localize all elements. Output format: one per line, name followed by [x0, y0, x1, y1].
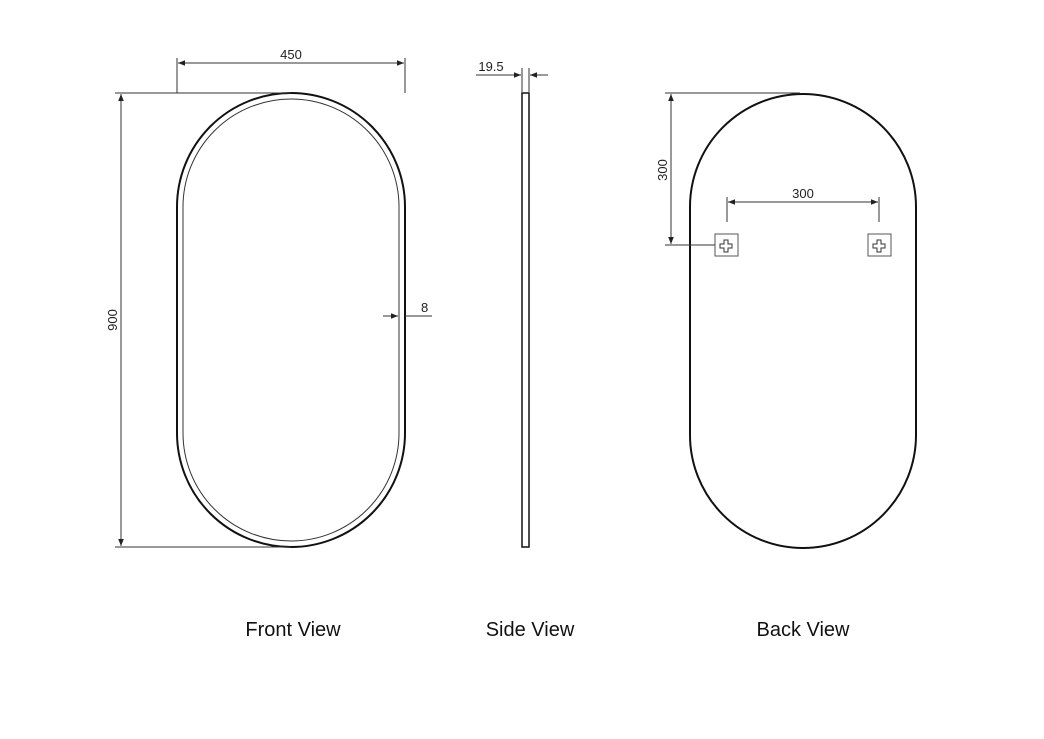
frame-thickness-dimension: 8 — [383, 300, 432, 324]
keyhole-icon — [872, 239, 886, 253]
depth-label: 19.5 — [478, 59, 503, 74]
front-view: 450 900 8 — [105, 47, 432, 548]
side-view-caption: Side View — [486, 619, 575, 641]
bracket-spacing-dimension: 300 — [726, 186, 880, 222]
bracket-drop-dimension: 300 — [655, 92, 800, 246]
front-mirror-inner — [182, 98, 400, 542]
back-mirror-outline — [689, 93, 917, 549]
left-bracket — [714, 233, 739, 257]
front-view-caption: Front View — [245, 619, 341, 641]
back-view-caption: Back View — [756, 619, 850, 641]
bracket-drop-label: 300 — [655, 159, 670, 181]
height-label: 900 — [105, 309, 120, 331]
width-label: 450 — [280, 47, 302, 62]
frame-thickness-label: 8 — [421, 300, 428, 315]
side-profile — [521, 92, 530, 548]
right-bracket — [867, 233, 892, 257]
side-view: 19.5 — [476, 59, 548, 548]
depth-dimension: 19.5 — [476, 59, 548, 92]
back-view: 300 300 — [655, 92, 917, 549]
keyhole-icon — [719, 239, 733, 253]
front-mirror-outer — [176, 92, 406, 548]
bracket-spacing-label: 300 — [792, 186, 814, 201]
width-dimension: 450 — [176, 47, 406, 93]
height-dimension: 900 — [105, 92, 291, 548]
